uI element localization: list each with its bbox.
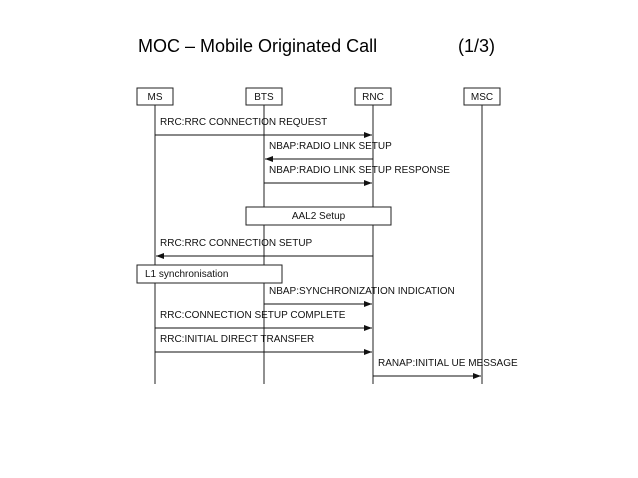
entity-box-msc — [463, 87, 501, 106]
activity-box — [136, 264, 283, 284]
message-label: RANAP:INITIAL UE MESSAGE — [378, 358, 518, 369]
entity-label-ms: MS — [148, 92, 163, 103]
entity-box-ms — [136, 87, 174, 106]
page-indicator: (1/3) — [458, 36, 496, 56]
entity-box-bts — [245, 87, 283, 106]
message-label: RRC:RRC CONNECTION SETUP — [160, 238, 313, 249]
activity-label: L1 synchronisation — [145, 269, 228, 280]
entity-label-rnc: RNC — [362, 92, 384, 103]
message-label: RRC:RRC CONNECTION REQUEST — [160, 117, 327, 128]
message-label: NBAP:RADIO LINK SETUP — [269, 141, 392, 152]
activity-box — [245, 206, 392, 226]
message-label: RRC:CONNECTION SETUP COMPLETE — [160, 310, 346, 321]
message-label: NBAP:SYNCHRONIZATION INDICATION — [269, 286, 455, 297]
entity-label-msc: MSC — [471, 92, 493, 103]
entity-box-rnc — [354, 87, 392, 106]
message-label: RRC:INITIAL DIRECT TRANSFER — [160, 334, 314, 345]
message-label: NBAP:RADIO LINK SETUP RESPONSE — [269, 165, 450, 176]
activity-label: AAL2 Setup — [292, 211, 346, 222]
entity-label-bts: BTS — [254, 92, 274, 103]
slide-title: MOC – Mobile Originated Call — [138, 36, 378, 56]
